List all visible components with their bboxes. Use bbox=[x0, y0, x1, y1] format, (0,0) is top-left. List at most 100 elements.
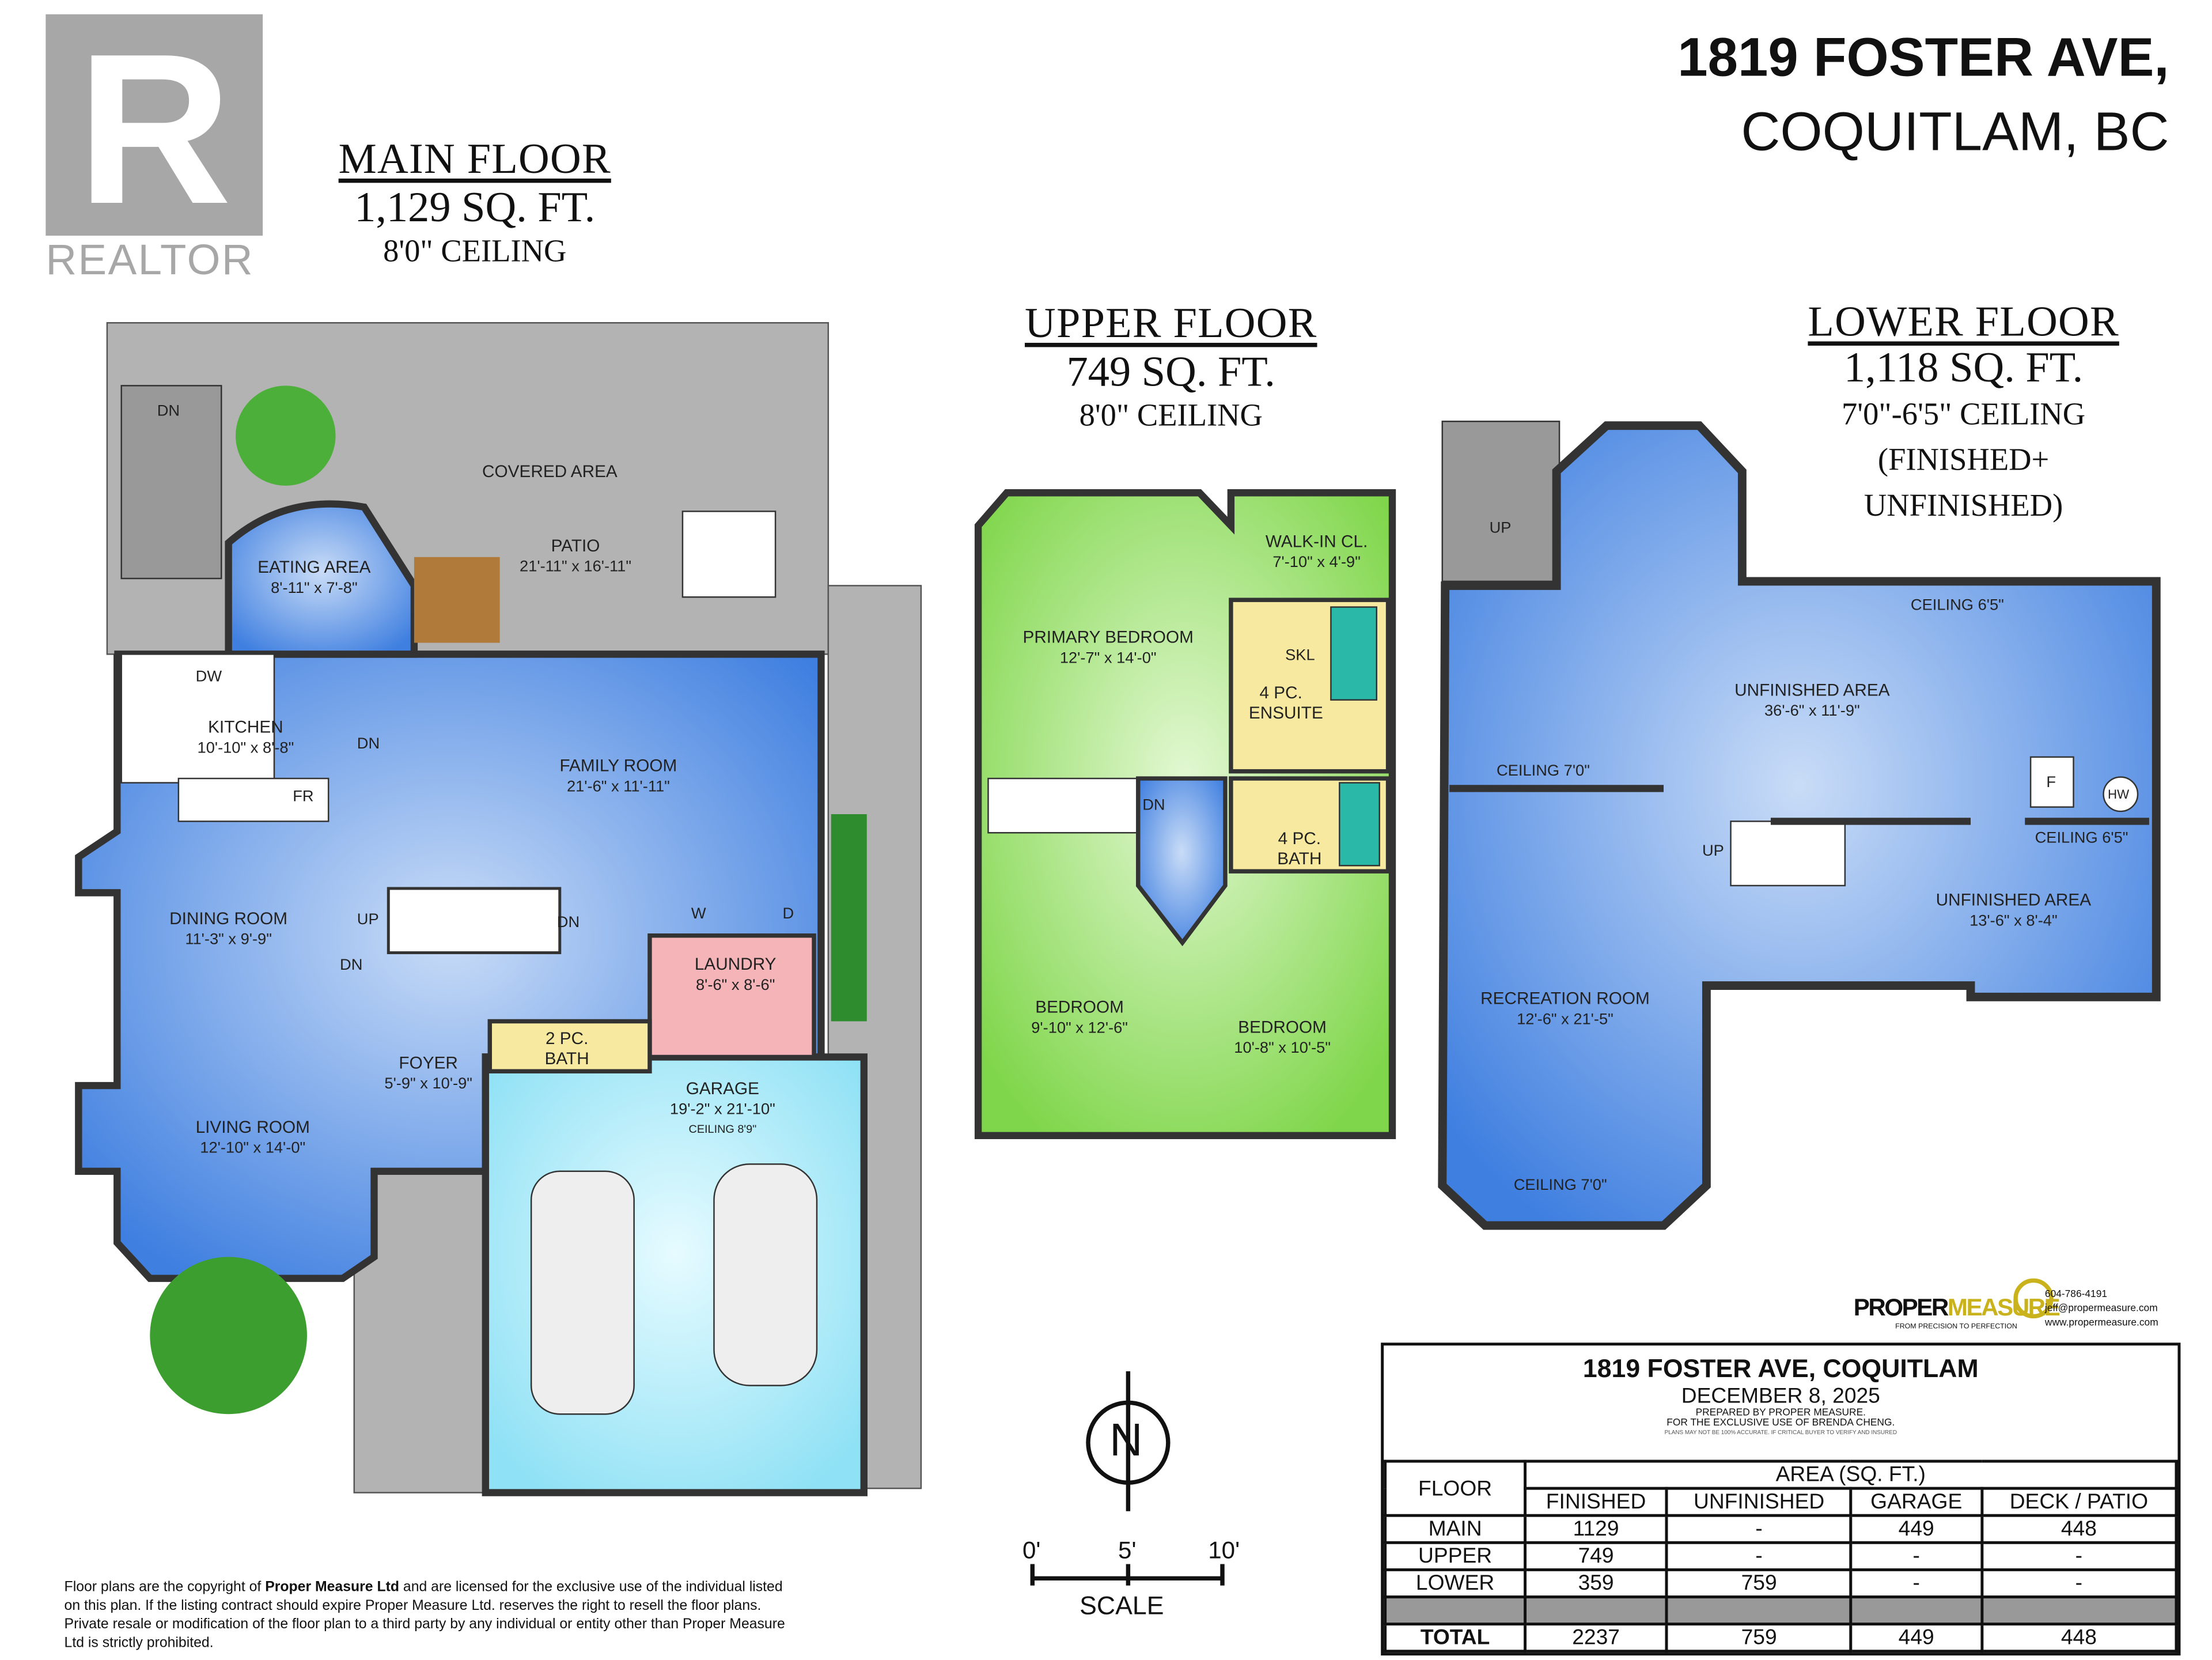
shrubs-icon bbox=[150, 1257, 307, 1415]
patio-table-icon bbox=[681, 511, 777, 598]
scale-tick-label: 5' bbox=[1118, 1537, 1137, 1564]
scale-label: SCALE bbox=[1080, 1591, 1164, 1620]
powder-room bbox=[487, 1019, 652, 1073]
room-walk-in-closet: WALK-IN CL.7'-10" x 4'-9" bbox=[1265, 531, 1368, 572]
lower-floor-note: (FINISHED+ bbox=[1877, 441, 2050, 477]
lower-floor-plan bbox=[1438, 421, 2161, 1230]
column-header: FINISHED bbox=[1524, 1487, 1669, 1517]
company-contact: 604-786-4191 jeff@propermeasure.com www.… bbox=[2045, 1288, 2158, 1331]
hedge-icon bbox=[831, 814, 867, 1022]
company-email: jeff@propermeasure.com bbox=[2044, 1304, 2158, 1314]
upper-hall bbox=[1136, 776, 1228, 947]
main-floor-title: MAIN FLOOR bbox=[338, 135, 611, 183]
room-ensuite: 4 PC. ENSUITE bbox=[1248, 682, 1323, 723]
ceiling-height-label: CEILING 6'5" bbox=[1910, 597, 2004, 614]
main-floor-area: 1,129 SQ. FT. bbox=[354, 184, 596, 232]
fridge-label: FR bbox=[293, 788, 314, 806]
company-website: www.propermeasure.com bbox=[2044, 1318, 2158, 1329]
laundry-room bbox=[647, 933, 816, 1060]
ceiling-height-label: CEILING 6'5" bbox=[2035, 830, 2128, 848]
column-header: UNFINISHED bbox=[1665, 1487, 1853, 1517]
stair-direction-label: UP bbox=[357, 911, 379, 929]
bathtub-icon bbox=[1330, 606, 1377, 701]
summary-title: 1819 FOSTER AVE, COQUITLAM bbox=[1582, 1354, 1979, 1383]
ceiling-height-label: CEILING 7'0" bbox=[1513, 1177, 1607, 1194]
upper-stairs bbox=[987, 777, 1139, 834]
upper-floor-plan bbox=[974, 489, 1396, 1140]
stair-direction-label: DN bbox=[556, 914, 580, 932]
address-line2: COQUITLAM, BC bbox=[1741, 103, 2169, 163]
lower-floor-ceiling: 7'0"-6'5" CEILING bbox=[1842, 395, 2086, 432]
lower-floor-note: UNFINISHED) bbox=[1863, 487, 2063, 523]
hot-water-tank-icon bbox=[2103, 776, 2139, 812]
upper-floor-title: UPPER FLOOR bbox=[1025, 300, 1317, 347]
floor-column-header: FLOOR bbox=[1384, 1459, 1527, 1517]
empty-row bbox=[1384, 1595, 2178, 1626]
copyright-disclaimer: Floor plans are the copyright of Proper … bbox=[64, 1579, 785, 1651]
main-floor-plan bbox=[75, 322, 922, 1496]
room-powder-bath: 2 PC. BATH bbox=[544, 1028, 589, 1069]
deck-stairs bbox=[120, 385, 222, 580]
deck-steps bbox=[414, 557, 500, 643]
stair-direction-label: UP bbox=[1489, 520, 1512, 538]
summary-prepared: PREPARED BY PROPER MEASURE. bbox=[1695, 1408, 1866, 1419]
realtor-wordmark: REALTOR bbox=[46, 237, 255, 285]
address-line1: 1819 FOSTER AVE, bbox=[1677, 28, 2169, 89]
realtor-logo-mark: R bbox=[77, 8, 232, 249]
realtor-logo: R bbox=[46, 14, 263, 236]
summary-header: 1819 FOSTER AVE, COQUITLAM DECEMBER 8, 2… bbox=[1384, 1345, 2177, 1459]
car-icon bbox=[713, 1163, 818, 1386]
main-stairs bbox=[387, 887, 562, 954]
lower-floor-area: 1,118 SQ. FT. bbox=[1843, 344, 2084, 392]
crosshair-logo-icon bbox=[2013, 1278, 2054, 1319]
tree-icon bbox=[236, 385, 336, 486]
dishwasher-label: DW bbox=[195, 668, 222, 686]
main-floor-header: MAIN FLOOR 1,129 SQ. FT. 8'0" CEILING bbox=[314, 136, 635, 270]
area-summary: 1819 FOSTER AVE, COQUITLAM DECEMBER 8, 2… bbox=[1381, 1343, 2181, 1656]
summary-date: DECEMBER 8, 2025 bbox=[1681, 1384, 1880, 1409]
area-column-header: AREA (SQ. FT.) bbox=[1524, 1459, 2178, 1490]
company-phone: 604-786-4191 bbox=[2044, 1290, 2107, 1300]
column-header: GARAGE bbox=[1850, 1487, 1983, 1517]
eating-area-bay bbox=[225, 500, 418, 658]
upper-floor-header: UPPER FLOOR 749 SQ. FT. 8'0" CEILING bbox=[999, 300, 1342, 434]
kitchen-counter-lower bbox=[177, 777, 329, 822]
scale-tick-label: 10' bbox=[1208, 1537, 1240, 1564]
bathtub-icon bbox=[1339, 782, 1380, 867]
lower-floor-header: LOWER FLOOR 1,118 SQ. FT. 7'0"-6'5" CEIL… bbox=[1771, 298, 2156, 529]
column-header: DECK / PATIO bbox=[1980, 1487, 2178, 1517]
stair-direction-label: DN bbox=[357, 735, 380, 753]
lower-stairs bbox=[1730, 820, 1846, 887]
summary-exclusive: FOR THE EXCLUSIVE USE OF BRENDA CHENG. bbox=[1666, 1418, 1895, 1428]
car-icon bbox=[530, 1170, 635, 1415]
stair-direction-label: DN bbox=[1142, 797, 1165, 815]
compass-north-label: N bbox=[1109, 1414, 1143, 1466]
dryer-label: D bbox=[782, 905, 794, 923]
room-covered-area: COVERED AREA bbox=[482, 461, 618, 482]
stair-direction-label: UP bbox=[1702, 842, 1724, 860]
room-bath: 4 PC. BATH bbox=[1277, 828, 1322, 869]
ceiling-height-label: CEILING 7'0" bbox=[1496, 762, 1590, 780]
scale-tick-label: 0' bbox=[1022, 1537, 1041, 1564]
lower-floor-title: LOWER FLOOR bbox=[1808, 298, 2119, 346]
upper-floor-ceiling: 8'0" CEILING bbox=[1079, 397, 1263, 433]
